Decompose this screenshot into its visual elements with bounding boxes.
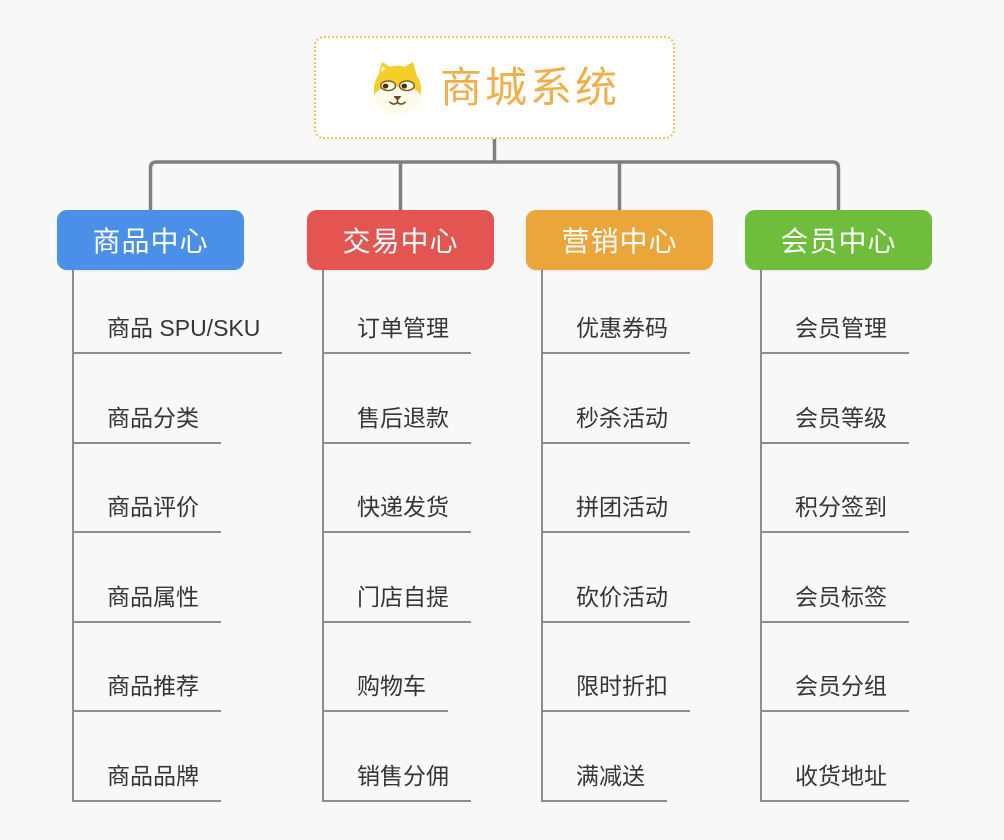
- leaf-item[interactable]: 优惠券码: [541, 313, 690, 354]
- leaf-item[interactable]: 收货地址: [760, 761, 909, 802]
- leaf-item[interactable]: 会员标签: [760, 582, 909, 623]
- root-node-mall-system[interactable]: 商城系统: [314, 36, 675, 139]
- branch-node-trade-center[interactable]: 交易中心: [307, 210, 494, 270]
- leaf-item[interactable]: 商品评价: [72, 492, 221, 533]
- branch-node-member-center[interactable]: 会员中心: [745, 210, 932, 270]
- leaf-item[interactable]: 快递发货: [322, 492, 471, 533]
- leaf-item[interactable]: 商品分类: [72, 403, 221, 444]
- leaf-item[interactable]: 门店自提: [322, 582, 471, 623]
- leaf-item[interactable]: 会员管理: [760, 313, 909, 354]
- leaf-item[interactable]: 售后退款: [322, 403, 471, 444]
- branch-node-product-center[interactable]: 商品中心: [57, 210, 244, 270]
- leaf-item[interactable]: 限时折扣: [541, 671, 690, 712]
- leaf-item[interactable]: 商品属性: [72, 582, 221, 623]
- leaf-item[interactable]: 商品 SPU/SKU: [72, 313, 283, 354]
- leaf-item[interactable]: 积分签到: [760, 492, 909, 533]
- leaf-item[interactable]: 购物车: [322, 671, 448, 712]
- branch-label: 交易中心: [342, 226, 459, 257]
- root-title: 商城系统: [439, 63, 620, 111]
- branch-label: 营销中心: [561, 226, 678, 257]
- leaf-item[interactable]: 秒杀活动: [541, 403, 690, 444]
- leaf-item[interactable]: 订单管理: [322, 313, 471, 354]
- leaf-item[interactable]: 满减送: [541, 761, 667, 802]
- branch-label: 会员中心: [780, 226, 897, 257]
- leaf-item[interactable]: 商品推荐: [72, 671, 221, 712]
- branch-node-marketing-center[interactable]: 营销中心: [526, 210, 713, 270]
- leaf-item[interactable]: 砍价活动: [541, 582, 690, 623]
- leaf-item[interactable]: 会员等级: [760, 403, 909, 444]
- leaf-item[interactable]: 会员分组: [760, 671, 909, 712]
- dog-face-icon: [373, 62, 422, 116]
- leaf-item[interactable]: 拼团活动: [541, 492, 690, 533]
- leaf-item[interactable]: 销售分佣: [322, 761, 471, 802]
- branch-label: 商品中心: [92, 226, 209, 257]
- leaf-item[interactable]: 商品品牌: [72, 761, 221, 802]
